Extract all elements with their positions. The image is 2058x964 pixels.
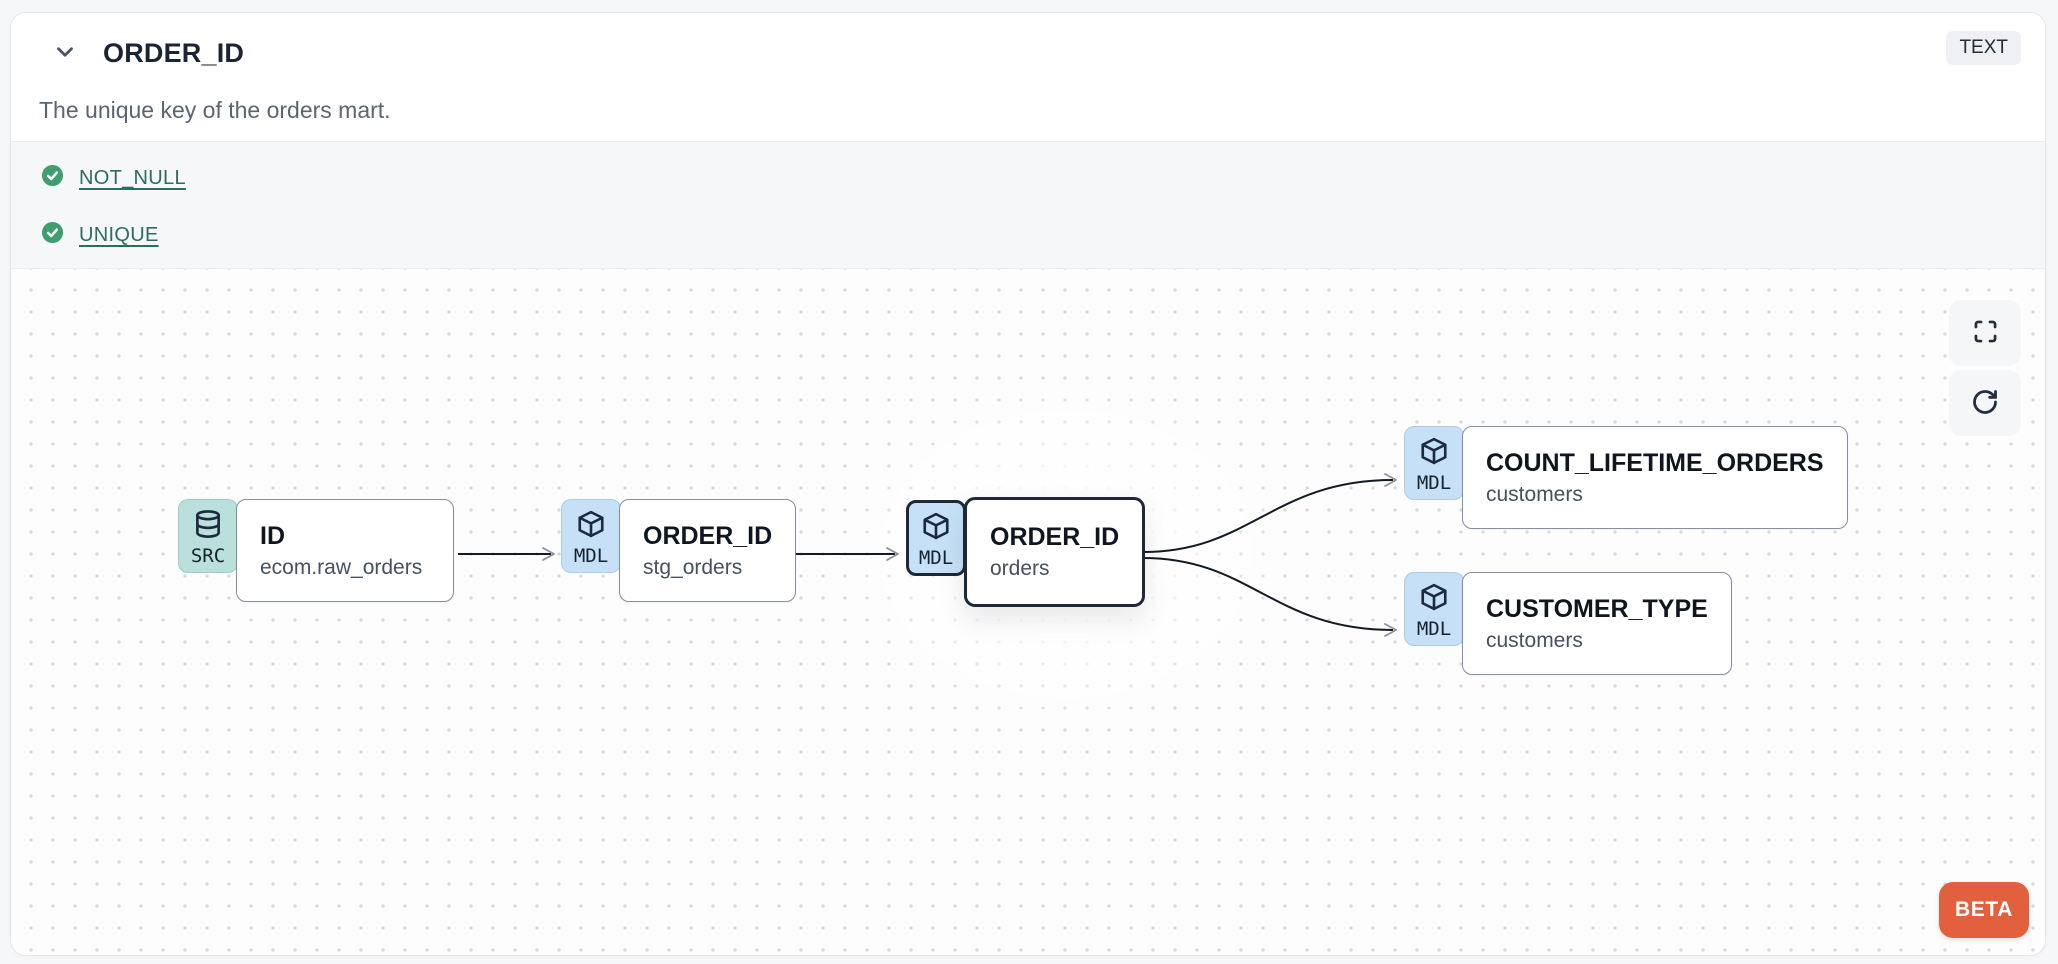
node-type-badge: MDL [1404, 426, 1464, 500]
cube-icon [921, 511, 951, 546]
beta-badge: BETA [1939, 882, 2029, 938]
test-link-unique[interactable]: UNIQUE [79, 223, 159, 246]
test-pass-icon [41, 164, 64, 192]
cube-icon [1419, 582, 1449, 617]
node-subtitle: customers [1486, 482, 1583, 506]
node-card: ID ecom.raw_orders [236, 499, 454, 602]
test-row: NOT_NULL [41, 163, 2045, 193]
column-details-panel: ORDER_ID TEXT The unique key of the orde… [10, 12, 2046, 956]
node-subtitle: ecom.raw_orders [260, 555, 423, 579]
node-badge-label: MDL [573, 544, 609, 567]
collapse-toggle[interactable] [49, 37, 81, 69]
node-type-badge: MDL [906, 500, 966, 576]
node-subtitle: customers [1486, 628, 1583, 652]
node-badge-label: MDL [1416, 617, 1452, 640]
test-link-not-null[interactable]: NOT_NULL [79, 166, 186, 189]
node-card: ORDER_ID orders [964, 497, 1146, 607]
column-description: The unique key of the orders mart. [39, 97, 391, 123]
chevron-down-icon [52, 39, 78, 68]
lineage-node-customer-type[interactable]: MDL CUSTOMER_TYPE customers [1404, 572, 1732, 675]
node-card: CUSTOMER_TYPE customers [1462, 572, 1732, 675]
test-row: UNIQUE [41, 220, 2045, 250]
test-pass-icon [41, 221, 64, 249]
node-type-badge: MDL [561, 499, 621, 573]
header: ORDER_ID TEXT The unique key of the orde… [11, 13, 2045, 141]
lineage-edges [458, 473, 1397, 637]
node-subtitle: stg_orders [643, 555, 743, 579]
node-badge-label: MDL [1416, 471, 1452, 494]
node-title: ORDER_ID [990, 523, 1120, 551]
node-title: CUSTOMER_TYPE [1486, 594, 1708, 623]
node-badge-label: SRC [190, 544, 226, 567]
lineage-node-source[interactable]: SRC ID ecom.raw_orders [178, 499, 454, 602]
column-type-badge: TEXT [1946, 31, 2021, 65]
node-type-badge: SRC [178, 499, 238, 573]
column-name: ORDER_ID [103, 37, 245, 68]
node-badge-label: MDL [918, 546, 954, 569]
fullscreen-button[interactable] [1949, 300, 2021, 366]
lineage-node-count-lifetime-orders[interactable]: MDL COUNT_LIFETIME_ORDERS customers [1404, 426, 1848, 529]
database-icon [193, 509, 223, 544]
lineage-canvas[interactable]: SRC ID ecom.raw_orders MDL ORDER_ID stg_… [11, 269, 2045, 955]
node-type-badge: MDL [1404, 572, 1464, 646]
node-title: ID [260, 521, 285, 550]
tests-section: NOT_NULL UNIQUE [11, 141, 2045, 269]
refresh-icon [1971, 388, 1999, 419]
cube-icon [576, 509, 606, 544]
node-title: COUNT_LIFETIME_ORDERS [1486, 448, 1824, 477]
node-title: ORDER_ID [643, 521, 773, 550]
lineage-node-stg-orders[interactable]: MDL ORDER_ID stg_orders [561, 499, 797, 602]
lineage-node-orders-selected[interactable]: MDL ORDER_ID orders [906, 497, 1146, 607]
fullscreen-icon [1972, 318, 1999, 348]
node-subtitle: orders [990, 557, 1050, 580]
refresh-button[interactable] [1949, 370, 2021, 436]
node-card: ORDER_ID stg_orders [619, 499, 797, 602]
cube-icon [1419, 436, 1449, 471]
node-card: COUNT_LIFETIME_ORDERS customers [1462, 426, 1848, 529]
